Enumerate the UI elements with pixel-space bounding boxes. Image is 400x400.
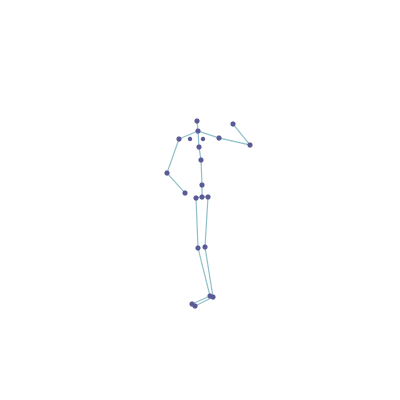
- joint-hip-right: [205, 194, 211, 200]
- joint-spine-upper: [196, 144, 202, 150]
- joint-hip-left: [193, 195, 199, 201]
- bone-shoulder-right-elbow-right: [218, 137, 251, 146]
- skeleton-joints: [164, 118, 253, 309]
- bone-knee-left-ankle-left: [197, 247, 211, 297]
- bone-knee-right-ankle-right: [204, 246, 214, 298]
- bone-neck-spine-upper: [197, 130, 200, 148]
- joint-knee-right: [202, 244, 208, 250]
- bone-neck-shoulder-right: [197, 130, 220, 139]
- joint-ankle-right: [210, 294, 216, 300]
- joint-knee-left: [195, 245, 201, 251]
- joint-shoulder-left: [176, 136, 182, 142]
- joint-shoulder-right: [216, 135, 222, 141]
- joint-pelvis: [199, 194, 205, 200]
- joint-neck: [195, 128, 201, 134]
- joint-spine-mid: [198, 157, 204, 163]
- joint-foot-right: [192, 303, 198, 309]
- bone-shoulder-left-elbow-left: [166, 138, 180, 174]
- bone-elbow-right-wrist-right: [232, 123, 251, 146]
- bone-elbow-left-wrist-left: [166, 172, 186, 194]
- bone-ankle-left-foot-left: [191, 295, 211, 305]
- joint-elbow-left: [164, 170, 170, 176]
- joint-clavicle-1: [187, 136, 193, 142]
- joint-wrist-right: [230, 121, 236, 127]
- joint-wrist-left: [182, 190, 188, 196]
- bone-neck-shoulder-left: [178, 130, 199, 140]
- skeleton-bones: [166, 120, 251, 307]
- joint-head: [194, 118, 200, 124]
- bone-hip-right-knee-right: [204, 196, 209, 248]
- bone-hip-left-knee-left: [195, 197, 199, 249]
- joint-clavicle-2: [200, 136, 206, 142]
- bone-spine-mid-spine-lower: [200, 159, 203, 186]
- joint-elbow-right: [247, 142, 253, 148]
- joint-spine-lower: [199, 182, 205, 188]
